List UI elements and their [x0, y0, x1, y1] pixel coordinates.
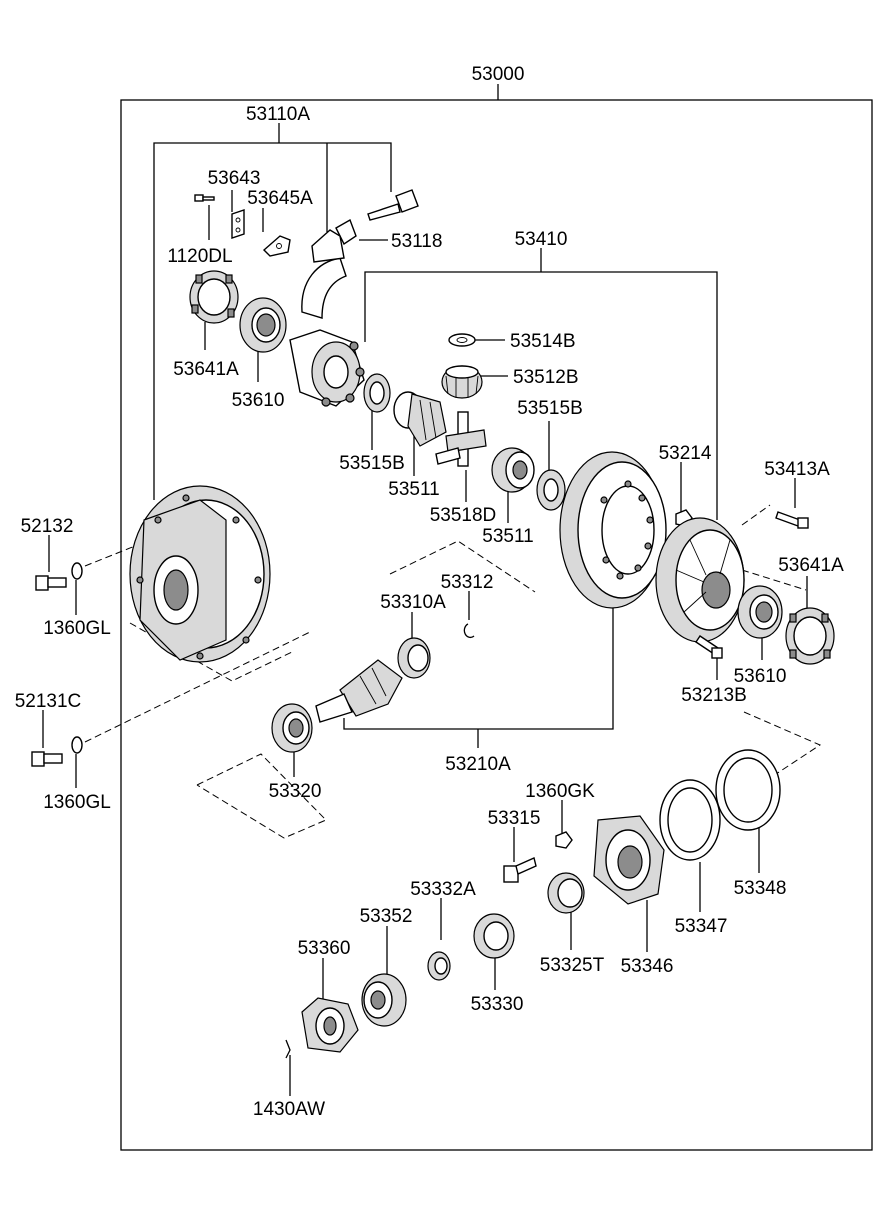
label-53610-right: 53610	[734, 666, 787, 687]
gasket-53348-icon	[715, 749, 781, 831]
label-53641a-left: 53641A	[173, 359, 239, 380]
label-53332a: 53332A	[410, 879, 476, 900]
label-53518d: 53518D	[430, 505, 497, 526]
label-52131c: 52131C	[15, 691, 82, 712]
labels: 53000 53110A 53643 53645A 1120DL 53118 5…	[15, 64, 844, 1120]
label-53511-right: 53511	[482, 526, 533, 547]
label-53214: 53214	[659, 443, 712, 464]
washer-1360gl-bottom-icon	[71, 736, 83, 754]
bolt-53315-icon	[503, 857, 537, 883]
label-53312: 53312	[441, 572, 494, 593]
label-53213b: 53213B	[681, 685, 747, 706]
label-53310a: 53310A	[380, 592, 446, 613]
label-53515b-left: 53515B	[339, 453, 405, 474]
bolt-52132-icon	[35, 575, 67, 591]
label-53515b-right: 53515B	[517, 398, 583, 419]
washer-53515b-right-icon	[536, 469, 566, 511]
nut-1360gk-icon	[555, 831, 573, 849]
snap-ring-53312-icon	[463, 623, 475, 639]
label-53410: 53410	[515, 229, 568, 250]
bolt-53213b-icon	[695, 635, 723, 659]
frame-lines	[42, 84, 873, 1151]
washer-53515b-left-icon	[363, 373, 391, 413]
bearing-53610-left-icon	[239, 297, 287, 353]
carrier-right-icon	[655, 517, 745, 643]
pin-1430aw-icon	[285, 1039, 291, 1059]
label-53645a: 53645A	[247, 188, 313, 209]
drive-pinion-icon	[315, 659, 403, 723]
label-53315: 53315	[488, 808, 541, 829]
label-53330: 53330	[471, 994, 524, 1015]
label-1360gk: 1360GK	[525, 781, 595, 802]
bearing-cap-icon	[301, 229, 347, 319]
washer-53514b-icon	[448, 333, 476, 347]
label-53360: 53360	[298, 938, 351, 959]
seal-53352-icon	[361, 973, 407, 1027]
flange-53360-icon	[301, 997, 359, 1053]
label-1360gl-top: 1360GL	[43, 618, 111, 639]
carrier-housing-icon	[129, 485, 271, 663]
spacer-53332a-icon	[427, 951, 451, 981]
label-1360gl-bottom: 1360GL	[43, 792, 111, 813]
adjuster-53641a-left-icon	[189, 270, 239, 324]
label-53118: 53118	[391, 231, 442, 252]
label-53512b: 53512B	[513, 367, 579, 388]
bolt-53413a-icon	[775, 511, 809, 529]
pinion-53512b-icon	[441, 365, 483, 399]
parts-artwork	[31, 189, 835, 1059]
bolt-52131c-icon	[31, 751, 63, 767]
adjuster-53641a-right-icon	[785, 607, 835, 665]
bearing-53310a-icon	[397, 637, 431, 679]
side-gear-53511-left-icon	[393, 391, 447, 447]
differential-case-icon	[289, 329, 365, 407]
washer-1360gl-top-icon	[71, 562, 83, 580]
label-53643: 53643	[208, 168, 261, 189]
bolt-1120dl-icon	[194, 194, 215, 202]
side-gear-53511-right-icon	[491, 447, 535, 493]
label-53348: 53348	[734, 878, 787, 899]
label-53352: 53352	[360, 906, 413, 927]
bolt-bracket-icon	[367, 189, 419, 221]
label-53347: 53347	[675, 916, 728, 937]
bearing-53610-right-icon	[737, 585, 783, 639]
shim-53325t-icon	[547, 872, 585, 914]
label-53610-left: 53610	[232, 390, 285, 411]
label-1120dl: 1120DL	[167, 246, 232, 267]
label-53413a: 53413A	[764, 459, 830, 480]
label-53346: 53346	[621, 956, 674, 977]
label-1430aw: 1430AW	[253, 1099, 325, 1120]
label-53641a-right: 53641A	[778, 555, 844, 576]
plate-53643-icon	[231, 209, 245, 239]
bearing-53330-icon	[473, 913, 515, 959]
retainer-53346-icon	[593, 815, 665, 905]
gasket-53347-icon	[659, 779, 721, 861]
label-53210a: 53210A	[445, 754, 511, 775]
label-53511-left: 53511	[388, 479, 439, 500]
ring-gear-icon	[559, 451, 667, 609]
label-53000: 53000	[472, 64, 525, 85]
clip-53645a-icon	[262, 235, 291, 257]
label-53110a: 53110A	[246, 104, 310, 125]
label-53514b: 53514B	[510, 331, 576, 352]
label-53325t: 53325T	[540, 955, 605, 976]
cross-shaft-53518d-icon	[435, 411, 487, 467]
label-52132: 52132	[21, 516, 74, 537]
label-53320: 53320	[269, 781, 322, 802]
assembly-frame	[120, 99, 873, 1151]
bearing-53320-icon	[271, 703, 313, 753]
